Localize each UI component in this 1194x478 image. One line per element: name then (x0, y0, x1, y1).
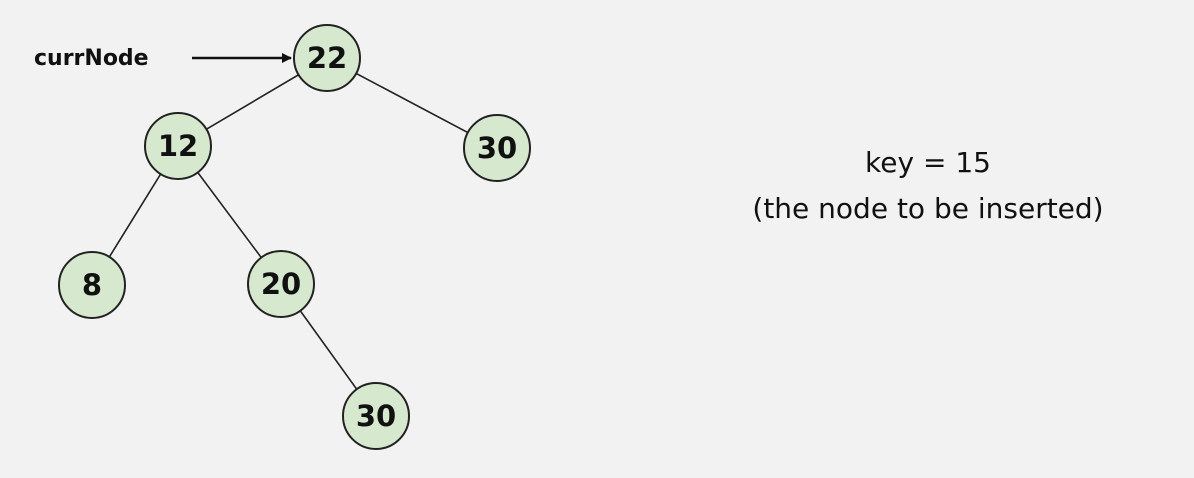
key-text: key = 15 (865, 146, 991, 179)
tree-node-left-right-right: 30 (342, 382, 410, 450)
node-circle (293, 24, 361, 92)
key-info: key = 15 (the node to be inserted) (700, 140, 1156, 232)
tree-node-root: 22 (293, 24, 361, 92)
node-value: 30 (477, 131, 517, 165)
node-circle (247, 250, 315, 318)
node-circle (144, 112, 212, 180)
tree-node-left-left: 8 (58, 251, 126, 319)
tree-node-right: 30 (463, 114, 531, 182)
node-circle (463, 114, 531, 182)
node-circle (58, 251, 126, 319)
node-circle (342, 382, 410, 450)
tree-node-left: 12 (144, 112, 212, 180)
node-value: 22 (307, 41, 347, 75)
tree-node-left-right: 20 (247, 250, 315, 318)
node-value: 20 (261, 267, 301, 301)
curr-node-label: currNode (34, 46, 149, 71)
node-value: 8 (82, 268, 102, 302)
key-caption: (the node to be inserted) (752, 192, 1104, 225)
node-value: 30 (356, 399, 396, 433)
node-value: 12 (158, 129, 198, 163)
